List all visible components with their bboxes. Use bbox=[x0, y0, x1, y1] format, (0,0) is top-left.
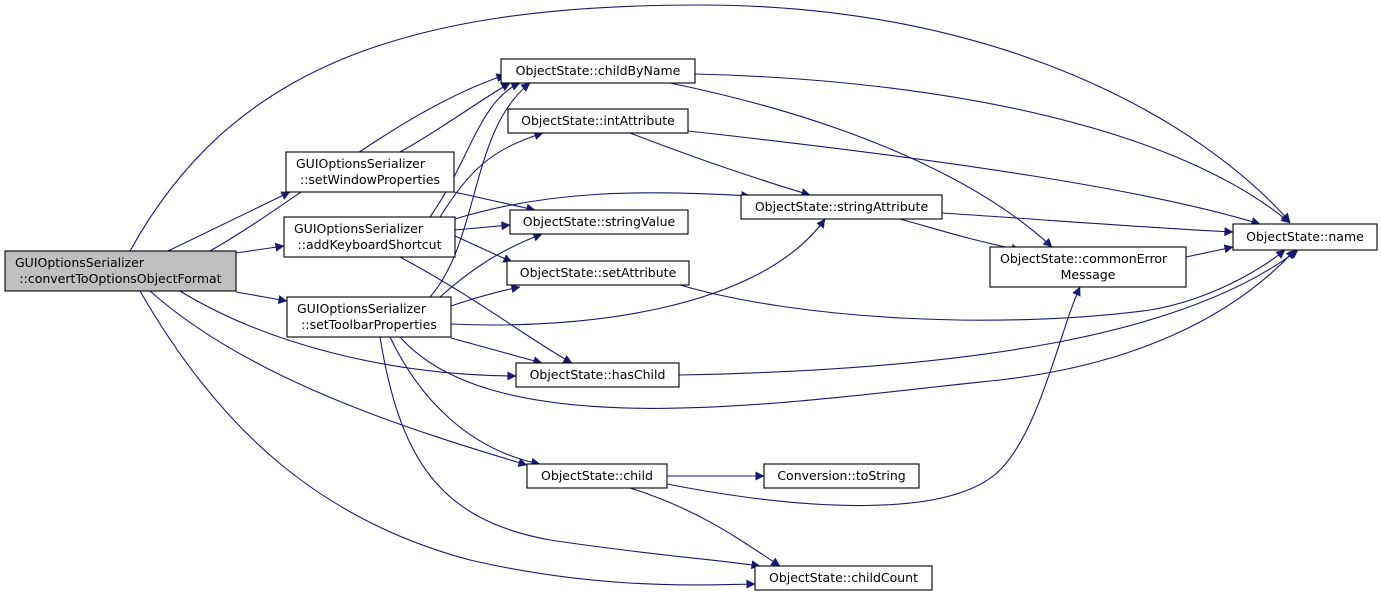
edge-convert-name bbox=[129, 4, 1291, 252]
node-box-childByName bbox=[500, 58, 696, 84]
edge-convert-childCount bbox=[139, 290, 756, 589]
node-label-setWindow-0: GUIOptionsSerializer bbox=[296, 156, 426, 171]
edge-setAttribute-name bbox=[679, 249, 1286, 321]
node-label-hasChild-0: ObjectState::hasChild bbox=[530, 367, 666, 382]
node-label-name-0: ObjectState::name bbox=[1246, 229, 1364, 244]
node-box-convert bbox=[4, 250, 237, 292]
node-label-commonError-1: Message bbox=[1061, 267, 1116, 282]
node-label-stringAttribute-0: ObjectState::stringAttribute bbox=[755, 199, 929, 214]
node-box-addKeyboard bbox=[283, 216, 456, 258]
node-toString[interactable]: Conversion::toString bbox=[763, 463, 920, 489]
node-child[interactable]: ObjectState::child bbox=[526, 463, 668, 489]
node-childCount[interactable]: ObjectState::childCount bbox=[754, 565, 933, 591]
node-box-childCount bbox=[754, 565, 933, 591]
edge-stringAttribute-name bbox=[941, 212, 1234, 237]
node-box-setToolbar bbox=[286, 296, 452, 338]
node-label-convert-1: ::convertToOptionsObjectFormat bbox=[19, 271, 221, 286]
edge-intAttribute-stringAttribute bbox=[629, 132, 811, 197]
node-name[interactable]: ObjectState::name bbox=[1232, 223, 1378, 251]
edge-setWindow-stringValue bbox=[453, 191, 536, 213]
node-label-intAttribute-0: ObjectState::intAttribute bbox=[521, 113, 675, 128]
node-box-hasChild bbox=[515, 362, 680, 388]
edge-convert-setToolbar bbox=[235, 291, 288, 304]
edge-convert-child bbox=[149, 290, 528, 467]
edge-setToolbar-child bbox=[389, 336, 541, 467]
edge-convert-hasChild bbox=[179, 290, 517, 381]
edge-addKeyboard-hasChild bbox=[399, 256, 573, 364]
edge-intAttribute-name bbox=[687, 130, 1261, 226]
node-box-name bbox=[1232, 223, 1378, 251]
node-label-addKeyboard-0: GUIOptionsSerializer bbox=[294, 221, 424, 236]
edge-child-commonError bbox=[666, 286, 1081, 507]
edge-setToolbar-name bbox=[399, 249, 1296, 409]
node-box-stringAttribute bbox=[740, 194, 943, 220]
node-label-setWindow-1: ::setWindowProperties bbox=[300, 172, 440, 187]
edge-commonError-name bbox=[1185, 244, 1234, 258]
nodes-layer: GUIOptionsSerializer::convertToOptionsOb… bbox=[4, 58, 1378, 591]
node-box-setWindow bbox=[285, 151, 455, 193]
node-label-childByName-0: ObjectState::childByName bbox=[516, 63, 681, 78]
node-box-commonError bbox=[989, 246, 1187, 288]
node-label-child-0: ObjectState::child bbox=[541, 468, 653, 483]
node-hasChild[interactable]: ObjectState::hasChild bbox=[515, 362, 680, 388]
edge-child-childCount bbox=[629, 487, 781, 567]
edge-setToolbar-hasChild bbox=[450, 337, 543, 366]
edge-convert-addKeyboard bbox=[235, 242, 285, 254]
node-label-stringValue-0: ObjectState::stringValue bbox=[523, 214, 676, 229]
edge-addKeyboard-childByName bbox=[429, 82, 521, 218]
edge-setToolbar-childCount bbox=[379, 336, 761, 570]
edge-setWindow-childByName bbox=[399, 82, 511, 153]
node-setAttribute[interactable]: ObjectState::setAttribute bbox=[506, 260, 690, 286]
edge-setToolbar-stringAttribute bbox=[450, 218, 826, 326]
node-setWindow[interactable]: GUIOptionsSerializer::setWindowPropertie… bbox=[285, 151, 455, 193]
node-label-childCount-0: ObjectState::childCount bbox=[769, 570, 918, 585]
edge-setToolbar-setAttribute bbox=[450, 284, 521, 307]
node-label-setToolbar-0: GUIOptionsSerializer bbox=[297, 301, 427, 316]
node-label-setToolbar-1: ::setToolbarProperties bbox=[301, 317, 437, 332]
node-stringValue[interactable]: ObjectState::stringValue bbox=[509, 209, 689, 235]
edge-addKeyboard-stringValue bbox=[454, 221, 511, 231]
edge-convert-setWindow bbox=[167, 191, 291, 252]
edge-childByName-commonError bbox=[669, 82, 1053, 248]
node-stringAttribute[interactable]: ObjectState::stringAttribute bbox=[740, 194, 943, 220]
node-setToolbar[interactable]: GUIOptionsSerializer::setToolbarProperti… bbox=[286, 296, 452, 338]
node-convert: GUIOptionsSerializer::convertToOptionsOb… bbox=[4, 250, 237, 292]
edge-addKeyboard-stringAttribute bbox=[454, 191, 751, 220]
node-label-addKeyboard-1: ::addKeyboardShortcut bbox=[298, 237, 442, 252]
node-box-child bbox=[526, 463, 668, 489]
node-addKeyboard[interactable]: GUIOptionsSerializer::addKeyboardShortcu… bbox=[283, 216, 456, 258]
node-box-stringValue bbox=[509, 209, 689, 235]
node-box-setAttribute bbox=[506, 260, 690, 286]
edge-hasChild-name bbox=[678, 249, 1299, 376]
node-intAttribute[interactable]: ObjectState::intAttribute bbox=[507, 108, 689, 134]
edge-setToolbar-stringValue bbox=[439, 232, 543, 298]
node-label-convert-0: GUIOptionsSerializer bbox=[15, 255, 145, 270]
node-box-intAttribute bbox=[507, 108, 689, 134]
edge-addKeyboard-setAttribute bbox=[454, 235, 513, 263]
node-box-toString bbox=[763, 463, 920, 489]
node-label-commonError-0: ObjectState::commonError bbox=[1000, 251, 1168, 266]
edge-setToolbar-childByName bbox=[429, 82, 531, 298]
edges-layer bbox=[129, 4, 1299, 589]
node-label-toString-0: Conversion::toString bbox=[777, 468, 905, 483]
edge-stringAttribute-commonError bbox=[899, 218, 1021, 253]
edge-childByName-name bbox=[694, 73, 1291, 224]
node-label-setAttribute-0: ObjectState::setAttribute bbox=[520, 265, 677, 280]
node-childByName[interactable]: ObjectState::childByName bbox=[500, 58, 696, 84]
